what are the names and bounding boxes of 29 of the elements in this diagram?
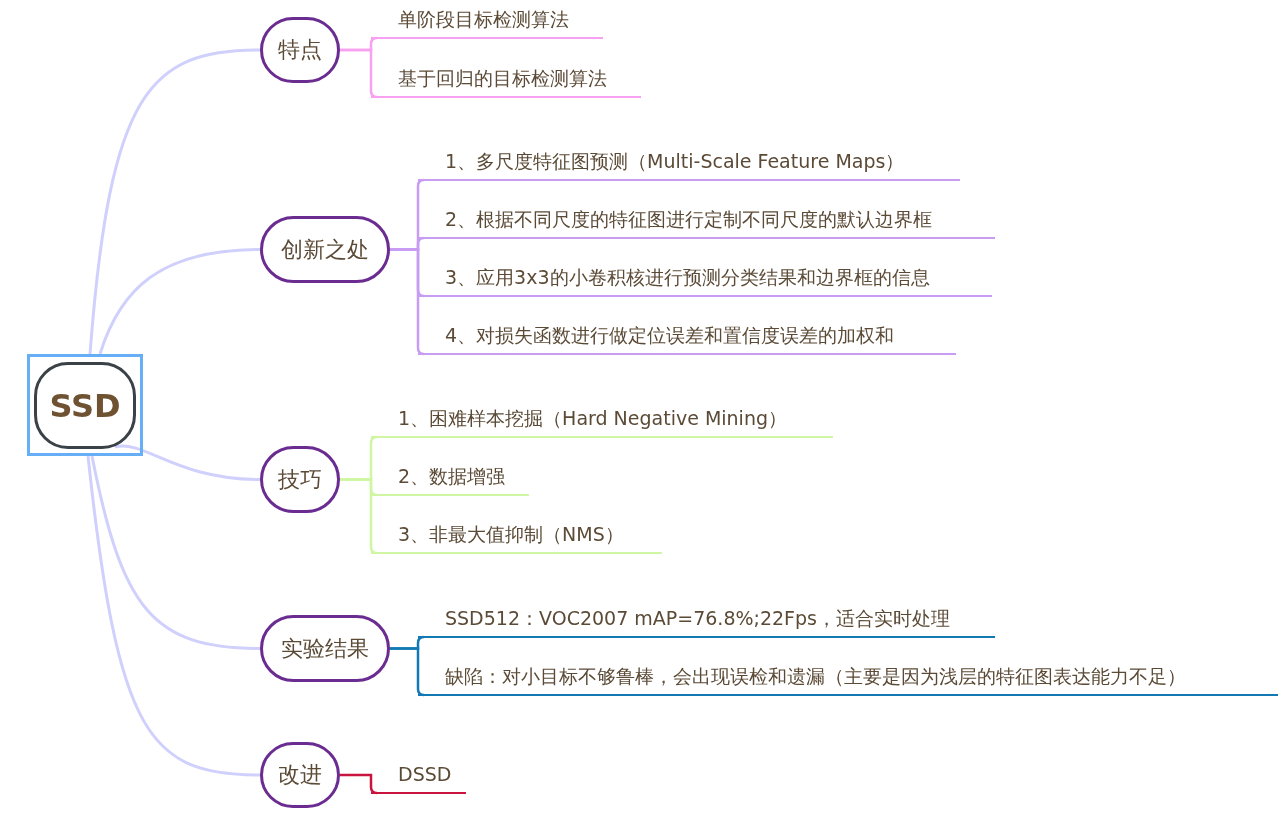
subtopic: 1、困难样本挖掘（Hard Negative Mining）: [371, 400, 833, 438]
topic-bubble: 创新之处: [260, 216, 390, 283]
connector-line: [340, 478, 378, 555]
connector-line: [90, 455, 261, 650]
subtopic: DSSD: [371, 756, 466, 794]
connector-line: [340, 48, 378, 99]
subtopic: 3、非最大值抑制（NMS）: [371, 516, 662, 554]
connector-line: [88, 48, 261, 355]
topic-bubble: 改进: [260, 742, 340, 808]
connector-line: [114, 444, 261, 481]
subtopic: SSD512：VOC2007 mAP=76.8%;22Fps，适合实时处理: [418, 600, 995, 638]
connector-line: [390, 248, 425, 356]
subtopic: 缺陷：对小目标不够鲁棒，会出现误检和遗漏（主要是因为浅层的特征图表达能力不足）: [418, 658, 1278, 696]
connector-line: [98, 248, 261, 355]
subtopic: 2、数据增强: [371, 458, 529, 496]
subtopic: 单阶段目标检测算法: [371, 1, 603, 39]
central-topic: SSD: [34, 362, 136, 449]
subtopic: 3、应用3x3的小卷积核进行预测分类结果和边界框的信息: [418, 259, 992, 297]
topic-bubble: 特点: [260, 17, 340, 83]
topic-bubble: 实验结果: [260, 615, 390, 682]
connector-line: [86, 455, 261, 777]
subtopic: 基于回归的目标检测算法: [371, 60, 641, 98]
connector-line: [390, 647, 425, 697]
subtopic: 4、对损失函数进行做定位误差和置信度误差的加权和: [418, 317, 956, 355]
central-topic-frame: [27, 354, 143, 456]
connector-line: [340, 773, 378, 795]
subtopic: 1、多尺度特征图预测（Multi-Scale Feature Maps）: [418, 143, 960, 181]
subtopic: 2、根据不同尺度的特征图进行定制不同尺度的默认边界框: [418, 201, 995, 239]
topic-bubble: 技巧: [260, 446, 340, 513]
